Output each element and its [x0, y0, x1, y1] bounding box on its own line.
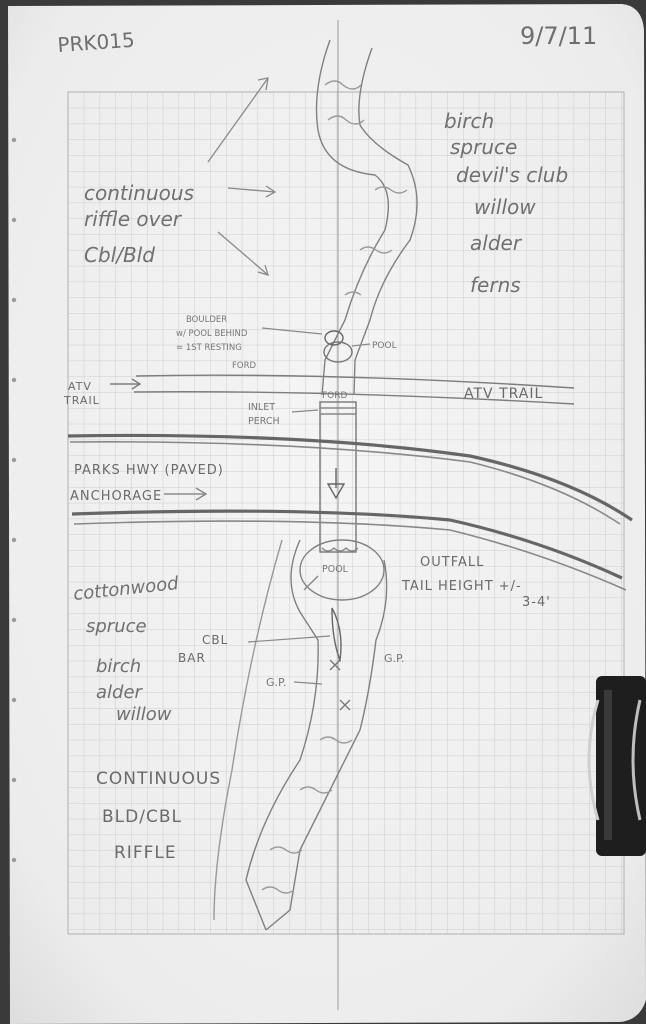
gp-left-arrow — [293, 681, 323, 685]
binding-edge — [11, 137, 17, 863]
outlet-pool-label: POOL — [322, 564, 349, 575]
outfall-line-1: OUTFALL — [420, 555, 484, 570]
outfall-line-3: 3-4' — [522, 595, 551, 610]
veg-upstream-2: spruce — [450, 135, 517, 159]
survey-date: 9/7/11 — [520, 22, 597, 50]
riffle-down-line-2: BLD/CBL — [102, 807, 182, 827]
atv-trail-label-left-1: ATV — [68, 380, 92, 393]
boulder-note: BOULDER w/ POOL BEHIND = 1ST RESTING FOR… — [176, 315, 256, 371]
riffle-arrows — [207, 77, 371, 347]
upstream-ford-label: FORD — [232, 361, 256, 371]
outlet-pool — [299, 539, 385, 601]
anchorage-label: ANCHORAGE — [70, 489, 162, 504]
veg-upstream-1: birch — [444, 109, 494, 133]
culvert — [319, 401, 359, 553]
riffle-note-line-2: riffle over — [84, 207, 183, 231]
veg-downstream-2: spruce — [86, 616, 147, 637]
veg-upstream-3: devil's club — [456, 163, 568, 187]
riffle-note-line-1: continuous — [84, 181, 194, 205]
inlet-perch-line-2: PERCH — [248, 416, 280, 427]
veg-downstream-4: alder — [96, 682, 144, 703]
binder-clip-icon — [587, 676, 646, 856]
veg-downstream-3: birch — [96, 656, 141, 677]
riffle-note-downstream: CONTINUOUS BLD/CBL RIFFLE — [96, 769, 221, 863]
gp-left-label: G.P. — [266, 676, 286, 689]
veg-upstream-5: alder — [470, 231, 523, 255]
riffle-note-line-3: Cbl/Bld — [84, 243, 155, 267]
riffle-down-line-1: CONTINUOUS — [96, 769, 221, 789]
ford-label: FORD — [322, 391, 348, 401]
atv-trail-label-right: ATV TRAIL — [464, 386, 543, 402]
riffle-down-line-3: RIFFLE — [114, 843, 177, 863]
cbl-bar-line-2: BAR — [178, 651, 206, 665]
flow-direction-arrow-icon — [326, 468, 346, 500]
upstream-channel — [315, 39, 418, 396]
downstream-channel — [213, 539, 388, 931]
gp-right-label: G.P. — [384, 652, 404, 665]
cbl-bar-note: CBL BAR — [178, 633, 331, 665]
atv-trail-label-left-2: TRAIL — [63, 394, 100, 407]
cbl-bar-line-1: CBL — [202, 633, 228, 647]
boulder-note-line-1: BOULDER — [186, 315, 227, 325]
inlet-perch-line-1: INLET — [248, 402, 275, 413]
outfall-line-2: TAIL HEIGHT +/- — [401, 579, 522, 594]
veg-upstream-4: willow — [474, 195, 536, 219]
boulder-note-line-2: w/ POOL BEHIND — [176, 329, 248, 339]
veg-upstream-6: ferns — [470, 273, 521, 297]
parks-highway — [67, 433, 633, 591]
inlet-perch-note: INLET PERCH — [248, 402, 319, 427]
boulder-note-line-3: = 1ST RESTING — [176, 343, 242, 353]
vegetation-list-upstream: birch spruce devil's club willow alder f… — [444, 109, 568, 297]
anchorage-arrow-icon — [164, 487, 208, 501]
riffle-note-upstream: continuous riffle over Cbl/Bld — [84, 181, 194, 267]
outfall-note: OUTFALL TAIL HEIGHT +/- 3-4' — [401, 555, 551, 610]
atv-trail — [110, 374, 575, 405]
veg-downstream-5: willow — [116, 704, 172, 725]
parks-hwy-label: PARKS HWY (PAVED) — [74, 463, 224, 478]
site-id: PRK015 — [57, 28, 136, 57]
upstream-pool-label: POOL — [372, 341, 397, 351]
